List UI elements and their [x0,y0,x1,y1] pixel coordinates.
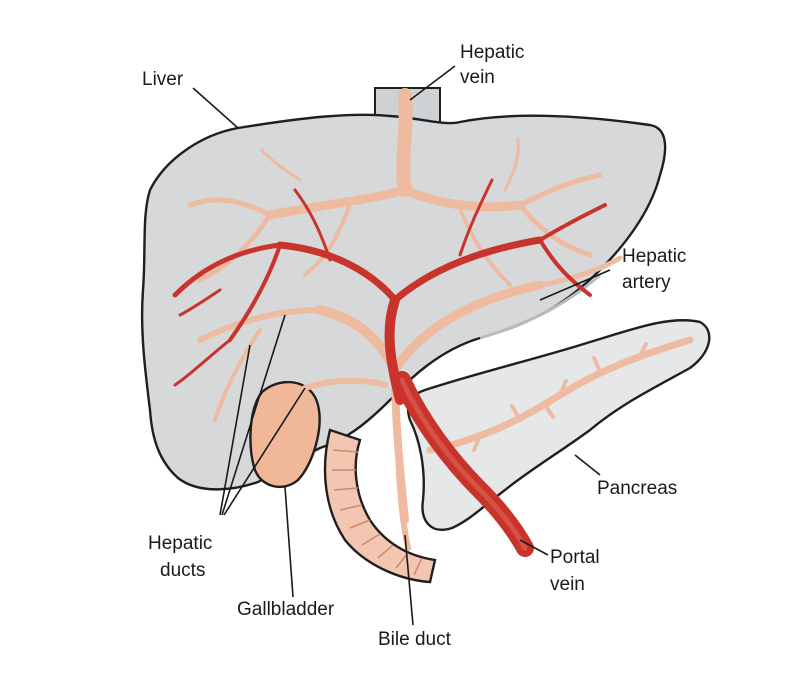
label-hepatic-vein-line2: vein [460,67,495,88]
leader-lines [192,65,611,626]
label-bile-duct: Bile duct [378,629,452,650]
label-portal-vein-line1: Portal [550,547,600,568]
pancreas-shape [406,319,711,531]
label-hepatic-artery-line2: artery [622,272,671,293]
label-portal-vein-line2: vein [550,574,585,595]
label-hepatic-vein-line1: Hepatic [460,42,524,63]
duodenum-folds [332,449,423,576]
label-liver: Liver [142,69,184,90]
label-hepatic-artery-line1: Hepatic [622,246,686,267]
label-pancreas: Pancreas [597,478,677,499]
label-hepatic-ducts-line1: Hepatic [148,533,212,554]
duodenum [323,428,437,584]
common-bile-duct [395,427,411,551]
liver-lower-edge [479,273,601,340]
label-hepatic-ducts-line2: ducts [160,560,205,581]
gallbladder-shape [249,380,321,489]
label-gallbladder: Gallbladder [237,599,335,620]
